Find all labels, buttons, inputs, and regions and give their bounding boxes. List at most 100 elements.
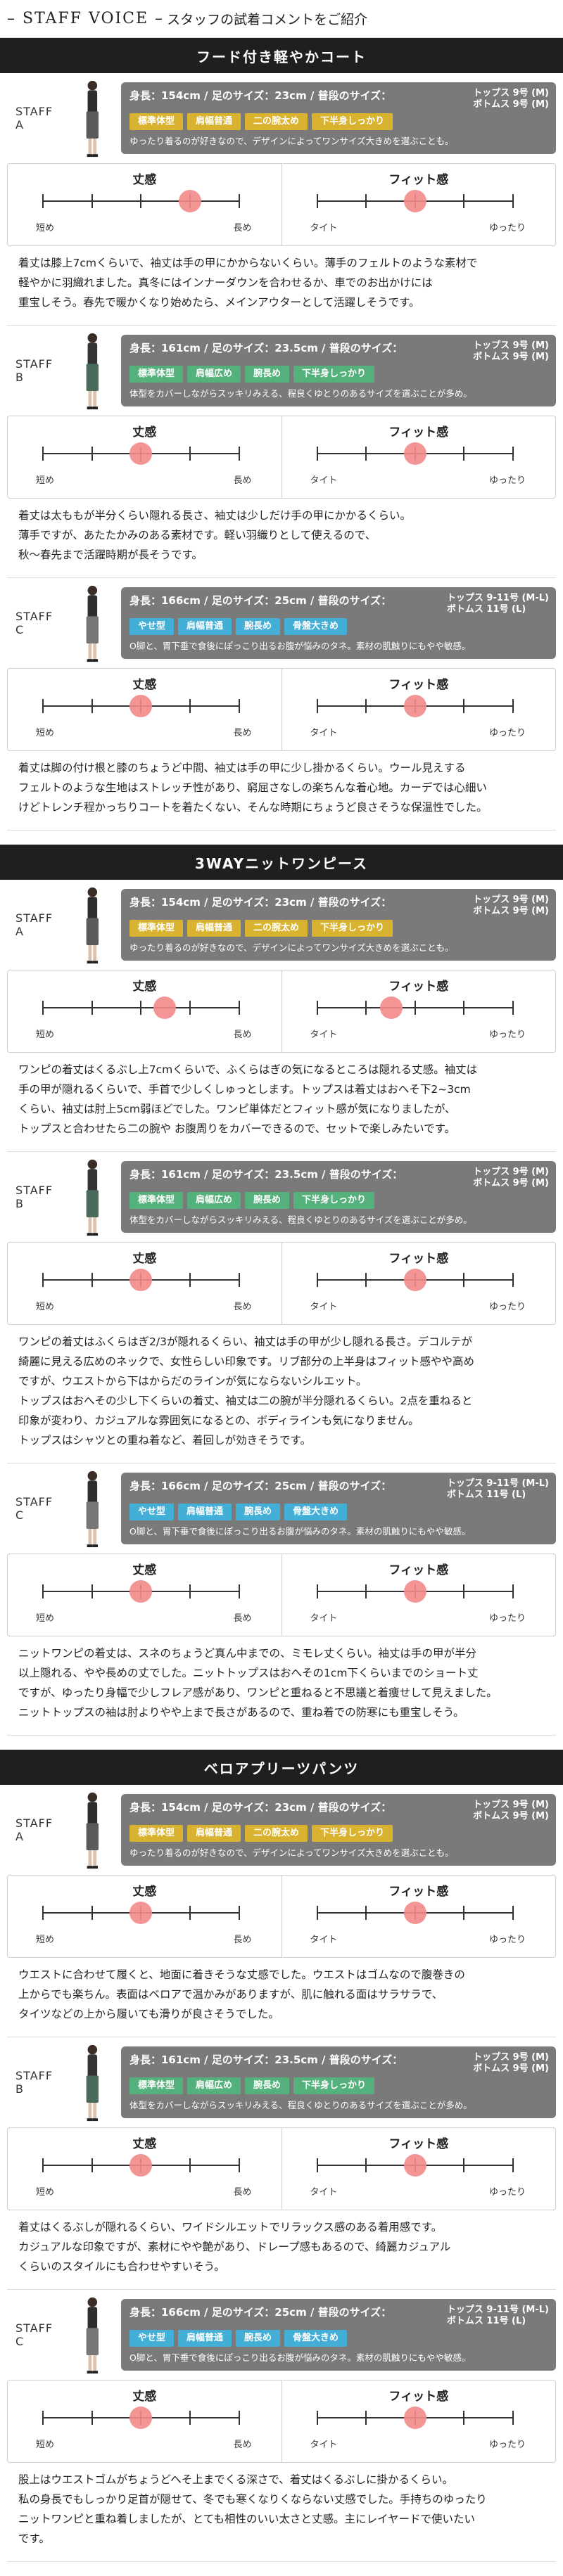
staff-photo xyxy=(63,883,121,967)
meter-scale-line xyxy=(316,1580,514,1603)
body-type-tag: 肩幅普通 xyxy=(187,920,241,937)
length-min-label: 短め xyxy=(36,1030,55,1040)
length-meter: 丈感短め長め xyxy=(8,2380,282,2462)
size-top: トップス 9-11号 (M-L) xyxy=(446,1478,549,1489)
meter-tick xyxy=(91,1584,93,1598)
meter-tick xyxy=(316,1001,318,1015)
staff-usual-size: トップス 9-11号 (M-L)ボトムス 11号 (L) xyxy=(447,2305,549,2327)
staff-photo xyxy=(63,328,121,413)
body-type-tags: やせ型肩幅普通腕長め骨盤大きめ xyxy=(129,1504,549,1520)
body-type-tag: やせ型 xyxy=(129,2330,175,2347)
fit-meter: フィット感タイトゆったり xyxy=(281,2128,556,2210)
length-meter: 丈感短め長め xyxy=(8,1876,282,1957)
body-type-tag: やせ型 xyxy=(129,1504,175,1520)
staff-figure-icon xyxy=(86,1792,99,1869)
meter-tick xyxy=(512,1584,514,1598)
staff-measurements: 身長：161cm / 足のサイズ：23.5cm / 普段のサイズ： xyxy=(129,342,403,354)
length-meter: 丈感短め長め xyxy=(8,416,282,498)
body-type-tag: 肩幅普通 xyxy=(187,1825,241,1842)
fit-min-label: タイト xyxy=(310,2187,338,2198)
length-meter-title: 丈感 xyxy=(132,980,157,994)
meter-tick xyxy=(463,699,465,713)
meter-tick xyxy=(189,447,191,461)
length-indicator-dot xyxy=(178,190,201,212)
fit-meter-title: フィット感 xyxy=(388,2137,449,2151)
comment-line: ワンピの着丈はくるぶし上7cmくらいで、ふくらはぎの気になるところは隠れる丈感。… xyxy=(18,1063,478,1076)
fit-max-label: ゆったり xyxy=(488,1030,526,1040)
body-type-tag: 標準体型 xyxy=(129,2077,184,2094)
section-title: ベロアプリーツパンツ xyxy=(0,1750,563,1785)
meter-tick xyxy=(42,1584,44,1598)
length-meter-title: 丈感 xyxy=(132,1563,157,1577)
meter-scale-line xyxy=(42,2154,240,2177)
meter-tick xyxy=(140,194,142,208)
length-indicator-dot xyxy=(129,1902,153,1924)
comment-line: フェルトのような生地はストレッチ性があり、窮屈さなしの楽ちんな着心地。カーデでは… xyxy=(18,781,487,794)
fit-meter: フィット感タイトゆったり xyxy=(281,1243,556,1324)
length-min-label: 短め xyxy=(36,223,55,233)
staff-comment: ニットワンピの着丈は、スネのちょうど真ん中までの、ミモレ丈くらい。袖丈は手の甲が… xyxy=(7,1641,556,1736)
page-title-jp: スタッフの試着コメントをご紹介 xyxy=(167,12,368,27)
staff-comment: ワンピの着丈はふくらはぎ2/3が隠れるくらい、袖丈は手の甲が少し隠れる長さ。デコ… xyxy=(7,1329,556,1463)
length-min-label: 短め xyxy=(36,1613,55,1624)
comment-line: 着丈は膝上7cmくらいで、袖丈は手の甲にかからないくらい。薄手のフェルトのような… xyxy=(18,257,478,269)
staff-measurements: 身長：166cm / 足のサイズ：25cm / 普段のサイズ： xyxy=(129,1480,392,1492)
staff-comment: ウエストに合わせて履くと、地面に着きそうな丈感でした。ウエストはゴムなので腹巻き… xyxy=(7,1962,556,2037)
page-header: – STAFF VOICE – スタッフの試着コメントをご紹介 xyxy=(0,0,563,38)
body-type-tag: 二の腕太め xyxy=(245,1825,308,1842)
staff-measurements: 身長：154cm / 足のサイズ：23cm / 普段のサイズ： xyxy=(129,1801,392,1814)
length-min-label: 短め xyxy=(36,475,55,486)
meter-scale-line xyxy=(316,2407,514,2429)
fit-meters: 丈感短め長めフィット感タイトゆったり xyxy=(7,668,556,751)
size-top: トップス 9-11号 (M-L) xyxy=(446,2305,549,2315)
meter-tick xyxy=(316,194,318,208)
staff-usual-size: トップス 9号 (M)ボトムス 9号 (M) xyxy=(473,2052,549,2075)
meter-tick xyxy=(512,2411,514,2425)
meter-tick xyxy=(42,194,44,208)
length-min-label: 短め xyxy=(36,1302,55,1312)
staff-label: STAFF A xyxy=(15,105,53,132)
length-indicator-dot xyxy=(129,442,153,465)
body-type-tag: 下半身しっかり xyxy=(312,920,393,937)
length-meter: 丈感短め長め xyxy=(8,970,282,1052)
meter-tick xyxy=(316,1584,318,1598)
meter-tick xyxy=(91,1001,93,1015)
body-type-tags: 標準体型肩幅普通二の腕太め下半身しっかり xyxy=(129,1825,549,1842)
size-bottom: ボトムス 11号 (L) xyxy=(446,2316,526,2326)
fit-meters: 丈感短め長めフィット感タイトゆったり xyxy=(7,1875,556,1958)
comment-line: ニットワンピの着丈は、スネのちょうど真ん中までの、ミモレ丈くらい。袖丈は手の甲が… xyxy=(18,1647,477,1660)
body-type-tag: 標準体型 xyxy=(129,366,184,383)
meter-tick xyxy=(316,447,318,461)
fit-max-label: ゆったり xyxy=(488,728,526,738)
body-type-tag: 標準体型 xyxy=(129,1825,184,1842)
meter-tick xyxy=(463,1906,465,1920)
length-indicator-dot xyxy=(129,2154,153,2177)
staff-info-row: 身長：166cm / 足のサイズ：25cm / 普段のサイズ：トップス 9-11… xyxy=(129,2305,549,2327)
meter-tick xyxy=(512,194,514,208)
size-bottom: ボトムス 9号 (M) xyxy=(473,906,549,916)
staff-figure-icon xyxy=(86,1159,99,1236)
comment-line: ニットワンピと重ね着しましたが、とても相性のいい太さと丈感。主にレイヤードで使い… xyxy=(18,2513,475,2525)
fit-min-label: タイト xyxy=(310,1030,338,1040)
length-meter-title: 丈感 xyxy=(132,2137,157,2151)
body-type-tag: 肩幅普通 xyxy=(178,1504,232,1520)
meter-tick xyxy=(42,2411,44,2425)
staff-note: ゆったり着るのが好きなので、デザインによってワンサイズ大きめを選ぶことも。 xyxy=(129,1847,454,1858)
length-min-label: 短め xyxy=(36,1935,55,1945)
body-type-tag: 肩幅広め xyxy=(187,2077,241,2094)
comment-line: トップスはおへその少し下くらいの着丈、袖丈は二の腕が半分隠れるくらい。2点を重ね… xyxy=(18,1395,473,1407)
meter-tick xyxy=(365,1001,367,1015)
staff-label: STAFF C xyxy=(15,2321,53,2348)
fit-meter: フィット感タイトゆったり xyxy=(281,669,556,750)
meter-tick xyxy=(189,1001,191,1015)
body-type-tag: 二の腕太め xyxy=(245,113,308,130)
staff-info-box: 身長：161cm / 足のサイズ：23.5cm / 普段のサイズ：トップス 9号… xyxy=(121,335,556,406)
meter-scale-line xyxy=(42,997,240,1019)
fit-meter-title: フィット感 xyxy=(388,1252,449,1266)
meter-tick xyxy=(414,1001,416,1015)
length-max-label: 長め xyxy=(233,1613,252,1624)
meter-tick xyxy=(365,2411,367,2425)
